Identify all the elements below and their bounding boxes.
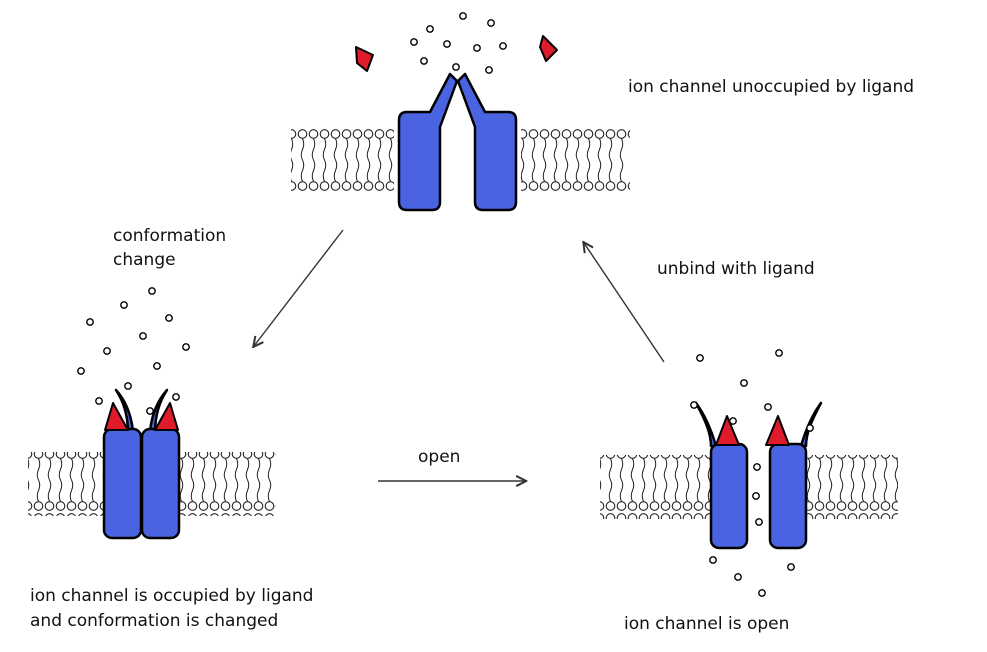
channel-subunit-right xyxy=(456,72,518,212)
ion xyxy=(755,518,763,526)
ion xyxy=(103,347,111,355)
ion xyxy=(806,424,814,432)
channel-flap-left xyxy=(114,388,135,435)
channel-subunit-left xyxy=(709,442,749,550)
ion xyxy=(696,354,704,362)
channel-flap-right xyxy=(799,401,823,448)
arrow-unbind xyxy=(584,243,665,363)
channel-subunit-left xyxy=(102,427,143,540)
bound-ligands xyxy=(715,415,790,446)
arrow-conformation-change xyxy=(254,229,344,346)
ion xyxy=(153,362,161,370)
ion xyxy=(485,66,493,74)
ligand-icon xyxy=(104,402,129,431)
ion xyxy=(487,19,495,27)
channel-subunit-left xyxy=(397,72,459,212)
channel-flap-left xyxy=(694,401,718,448)
ion xyxy=(758,589,766,597)
ion xyxy=(734,573,742,581)
ion xyxy=(165,314,173,322)
ion xyxy=(764,403,772,411)
state-open-label: ion channel is open xyxy=(624,614,789,634)
ion xyxy=(182,343,190,351)
state-occupied-label-line1: ion channel is occupied by ligand xyxy=(30,586,313,606)
state-open: ion channel is open xyxy=(600,349,898,634)
state-unoccupied-label: ion channel unoccupied by ligand xyxy=(628,77,914,97)
ion xyxy=(473,44,481,52)
channel-subunit-right xyxy=(140,427,181,540)
state-occupied-label-line2: and conformation is changed xyxy=(30,611,278,631)
transition-unbind-label: unbind with ligand xyxy=(657,259,815,279)
channel-subunit-right xyxy=(768,442,808,550)
ions-flowing xyxy=(690,349,814,597)
ligand-icon xyxy=(765,415,790,446)
ion xyxy=(709,556,717,564)
ligand-icon xyxy=(154,402,179,431)
ion xyxy=(148,287,156,295)
ion xyxy=(459,12,467,20)
ion xyxy=(452,63,460,71)
ion xyxy=(124,382,132,390)
state-occupied: ion channel is occupied by ligand and co… xyxy=(28,287,313,631)
state-unoccupied: ion channel unoccupied by ligand xyxy=(291,12,914,212)
ion-channel-open xyxy=(694,401,823,550)
ions-above-channel xyxy=(77,287,190,415)
ion xyxy=(420,57,428,65)
ion xyxy=(729,417,737,425)
free-ligands xyxy=(355,35,558,72)
transition-open-label: open xyxy=(418,447,460,467)
ion xyxy=(499,42,507,50)
transition-arrows xyxy=(254,229,665,481)
ion xyxy=(775,349,783,357)
ion xyxy=(690,401,698,409)
ion xyxy=(426,25,434,33)
ion xyxy=(410,38,418,46)
ion xyxy=(146,407,154,415)
ion xyxy=(443,40,451,48)
ligand-icon xyxy=(355,46,374,72)
ion xyxy=(752,492,760,500)
ion xyxy=(740,379,748,387)
ion xyxy=(139,332,147,340)
ion xyxy=(787,563,795,571)
ion xyxy=(77,367,85,375)
transition-conformation-label-line2: change xyxy=(113,250,176,270)
ion xyxy=(95,397,103,405)
ligand-icon xyxy=(539,35,558,62)
bound-ligands xyxy=(104,402,179,431)
ions-above-channel xyxy=(410,12,507,74)
ion-channel-closed xyxy=(397,72,518,212)
ion xyxy=(753,463,761,471)
ion xyxy=(120,301,128,309)
ion xyxy=(172,393,180,401)
ion xyxy=(86,318,94,326)
ligand-icon xyxy=(715,415,740,446)
channel-flap-right xyxy=(148,388,169,435)
transition-conformation-label-line1: conformation xyxy=(113,226,226,246)
